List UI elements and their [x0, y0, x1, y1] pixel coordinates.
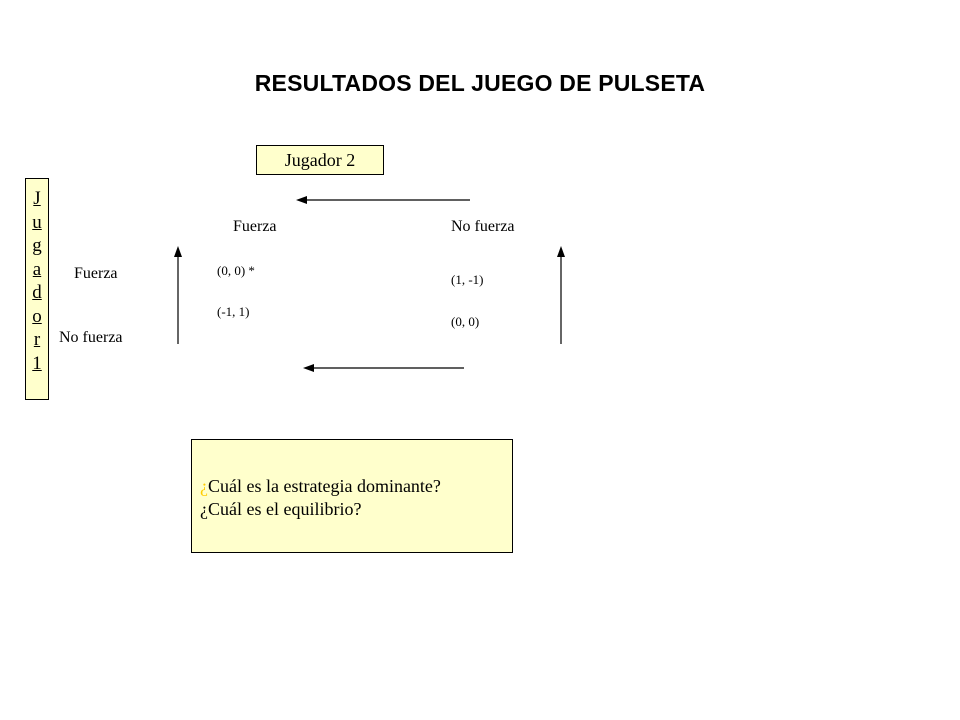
question-dominant-strategy: ¿Cuál es la estrategia dominante?: [200, 475, 512, 498]
question-equilibrium: ¿Cuál es el equilibrio?: [200, 499, 362, 519]
question-text: Cuál es la estrategia dominante?: [208, 476, 441, 496]
payoff-nofuerza-fuerza: (-1, 1): [217, 304, 250, 319]
arrow-up-right: [557, 246, 565, 344]
player1-letter: g: [32, 235, 42, 256]
equilibrium-marker: *: [248, 263, 255, 278]
payoff-value: (0, 0): [217, 263, 246, 278]
player1-letter: r: [33, 329, 41, 350]
player1-letter: J: [33, 188, 41, 209]
col-header-no-fuerza: No fuerza: [451, 218, 515, 235]
row-header-no-fuerza: No fuerza: [59, 329, 123, 346]
player1-letter: o: [32, 305, 42, 327]
player1-label-box: J u g a d o r 1: [25, 178, 49, 400]
arrow-bottom-left: [303, 364, 464, 372]
player1-letter: d: [32, 282, 42, 303]
question-box: ¿Cuál es la estrategia dominante? ¿Cuál …: [191, 439, 513, 553]
player1-letter: 1: [32, 352, 42, 374]
row-header-fuerza: Fuerza: [74, 265, 118, 282]
payoff-nofuerza-nofuerza: (0, 0): [451, 314, 480, 329]
payoff-fuerza-nofuerza: (1, -1): [451, 272, 484, 287]
player2-label-box: Jugador 2: [256, 145, 384, 175]
col-header-fuerza: Fuerza: [233, 218, 277, 235]
page-title: RESULTADOS DEL JUEGO DE PULSETA: [254, 70, 706, 96]
payoff-fuerza-fuerza: (0, 0) *: [217, 263, 255, 279]
player1-letter: a: [32, 258, 42, 280]
question-mark-highlight: ¿: [200, 476, 208, 496]
arrow-up-left: [174, 246, 182, 344]
player1-letter: u: [32, 211, 42, 233]
player1-letters: J u g a d o r 1: [26, 187, 48, 375]
arrow-top-left: [296, 196, 470, 204]
